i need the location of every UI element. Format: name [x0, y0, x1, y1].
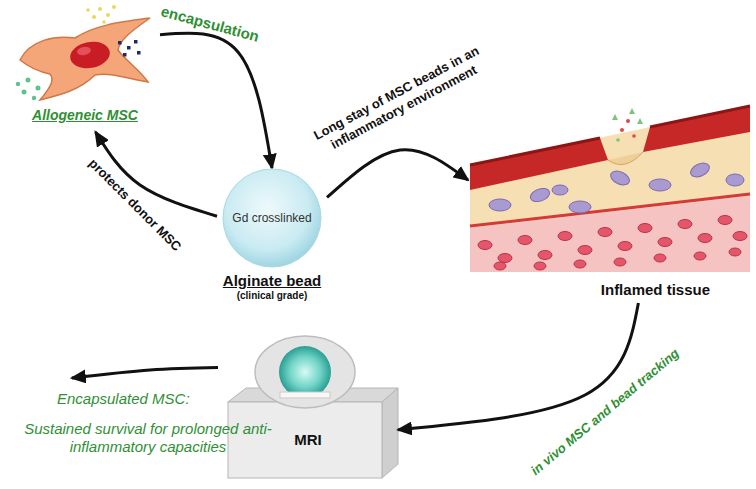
msc-cell-illustration: [26, 78, 31, 83]
msc-cell-illustration: [16, 5, 150, 100]
node-text: Alginate bead: [223, 272, 321, 290]
inflamed-tissue-illustration: [658, 238, 672, 247]
outcome-text: Encapsulated MSC: Sustained survival for …: [12, 378, 284, 456]
curved-arrow: [327, 150, 468, 198]
msc-cell-illustration: [36, 86, 41, 91]
mri-scanner-illustration: [279, 346, 331, 398]
edge-label: in vivo MSC and bead tracking: [528, 345, 682, 478]
msc-cell-illustration: [112, 5, 116, 9]
inflamed-tissue-illustration: [498, 254, 512, 263]
curved-arrow: [72, 368, 218, 378]
msc-cell-illustration: [20, 18, 150, 100]
cell-figure: Allogeneic MSC: [10, 4, 160, 132]
inflamed-tissue-illustration: [718, 216, 732, 225]
tissue-figure: Inflamed tissue: [468, 98, 752, 303]
inflamed-tissue-illustration: [534, 262, 546, 270]
node-label: MRI: [294, 431, 322, 449]
node-label: Inflamed tissue: [601, 281, 710, 299]
inflamed-tissue-illustration: [629, 108, 635, 114]
inflamed-tissue-illustration: [552, 185, 568, 195]
msc-cell-illustration: [86, 8, 90, 12]
inflamed-tissue-illustration: [637, 118, 643, 124]
edge-label: encapsulation: [159, 2, 261, 45]
inflamed-tissue-illustration: [650, 106, 750, 127]
curved-arrow: [160, 33, 272, 168]
inflamed-tissue-illustration: [678, 220, 692, 229]
inflamed-tissue-illustration: [688, 160, 711, 179]
mri-scanner-illustration: [228, 402, 382, 478]
inflamed-tissue-illustration: [470, 106, 750, 272]
msc-cell-illustration: [98, 7, 102, 11]
inflamed-tissue-illustration: [478, 216, 747, 271]
inflamed-tissue-illustration: [694, 252, 706, 260]
mri-figure: MRI: [218, 335, 398, 483]
inflamed-tissue-illustration: [529, 186, 552, 204]
inflamed-tissue-illustration: [698, 234, 712, 243]
mri-scanner-illustration: [280, 392, 330, 398]
inflamed-tissue-illustration: [538, 251, 552, 260]
inflamed-tissue-illustration: [612, 114, 618, 120]
msc-cell-illustration: [102, 20, 106, 24]
inflamed-tissue-illustration: [643, 106, 750, 152]
msc-cell-illustration: [32, 96, 36, 100]
inflamed-tissue-illustration: [470, 138, 600, 165]
mri-scanner-illustration: [255, 336, 355, 408]
node-label: Encapsulated MSC:: [12, 390, 284, 408]
edge-label: protects donor MSC: [86, 156, 185, 255]
msc-cell-illustration: [22, 90, 27, 95]
inflamed-tissue-illustration: [726, 174, 744, 186]
inflamed-tissue-illustration: [616, 138, 620, 142]
msc-cell-illustration: [137, 51, 141, 55]
inflamed-tissue-illustration: [620, 128, 624, 132]
inflamed-tissue-illustration: [733, 232, 747, 241]
node-text: Sustained survival for prolonged anti-in…: [12, 420, 284, 456]
msc-cell-illustration: [127, 46, 131, 50]
inflamed-tissue-illustration: [608, 152, 643, 165]
node-label: Allogeneic MSC: [32, 107, 138, 124]
inflamed-tissue-illustration: [558, 232, 572, 241]
inflamed-tissue-illustration: [569, 201, 591, 213]
inflamed-tissue-illustration: [608, 168, 631, 187]
msc-cell-illustration: [68, 39, 112, 72]
inflamed-tissue-illustration: [618, 242, 632, 251]
inflamed-tissue-illustration: [638, 224, 652, 233]
msc-cell-illustration: [76, 46, 91, 56]
msc-cell-illustration: [16, 82, 20, 86]
msc-cell-illustration: [118, 41, 122, 45]
inflamed-tissue-illustration: [626, 119, 630, 123]
bead-circle: [223, 169, 321, 267]
alginate-bead: Gd crosslinkedAlginate bead(clinical gra…: [217, 168, 327, 302]
inflamed-tissue-illustration: [494, 262, 506, 270]
inflamed-tissue-illustration: [518, 236, 532, 245]
node-label: Gd crosslinked: [232, 168, 311, 268]
inflamed-tissue-illustration: [574, 260, 586, 268]
edge-label: Long stay of MSC beads in an inflammator…: [293, 33, 506, 166]
inflamed-tissue-illustration: [654, 254, 666, 262]
msc-cell-illustration: [92, 15, 96, 19]
msc-cell-illustration: [123, 53, 127, 57]
inflamed-tissue-illustration: [578, 246, 592, 255]
mri-scanner-illustration: [382, 388, 398, 478]
inflamed-tissue-illustration: [478, 241, 492, 250]
inflamed-tissue-illustration: [598, 228, 612, 237]
inflamed-tissue-illustration: [470, 194, 750, 226]
msc-cell-illustration: [134, 40, 138, 44]
inflamed-tissue-illustration: [470, 106, 750, 272]
inflamed-tissue-illustration: [470, 138, 608, 190]
msc-cell-illustration: [106, 13, 110, 17]
inflamed-tissue-illustration: [470, 196, 750, 272]
inflamed-tissue-illustration: [614, 258, 626, 266]
inflamed-tissue-illustration: [632, 134, 636, 138]
inflamed-tissue-illustration: [649, 179, 671, 191]
mri-scanner-illustration: [228, 336, 398, 478]
inflamed-tissue-illustration: [489, 199, 511, 211]
inflamed-tissue-illustration: [729, 248, 741, 256]
node-text: (clinical grade): [237, 290, 308, 302]
